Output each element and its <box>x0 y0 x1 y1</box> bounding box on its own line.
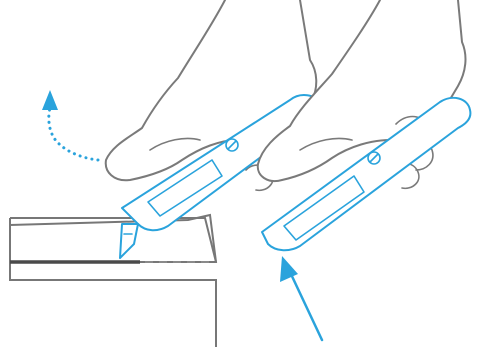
insert-arrow-head <box>280 256 298 282</box>
insert-arrow-icon <box>280 256 322 340</box>
insert-arrow-shaft <box>290 272 322 340</box>
lift-arrow-icon <box>42 90 98 160</box>
cardboard-box-icon <box>10 215 216 347</box>
box-flap <box>10 215 216 262</box>
lift-arrow-path <box>49 108 98 160</box>
lift-arrow-head <box>42 90 58 110</box>
